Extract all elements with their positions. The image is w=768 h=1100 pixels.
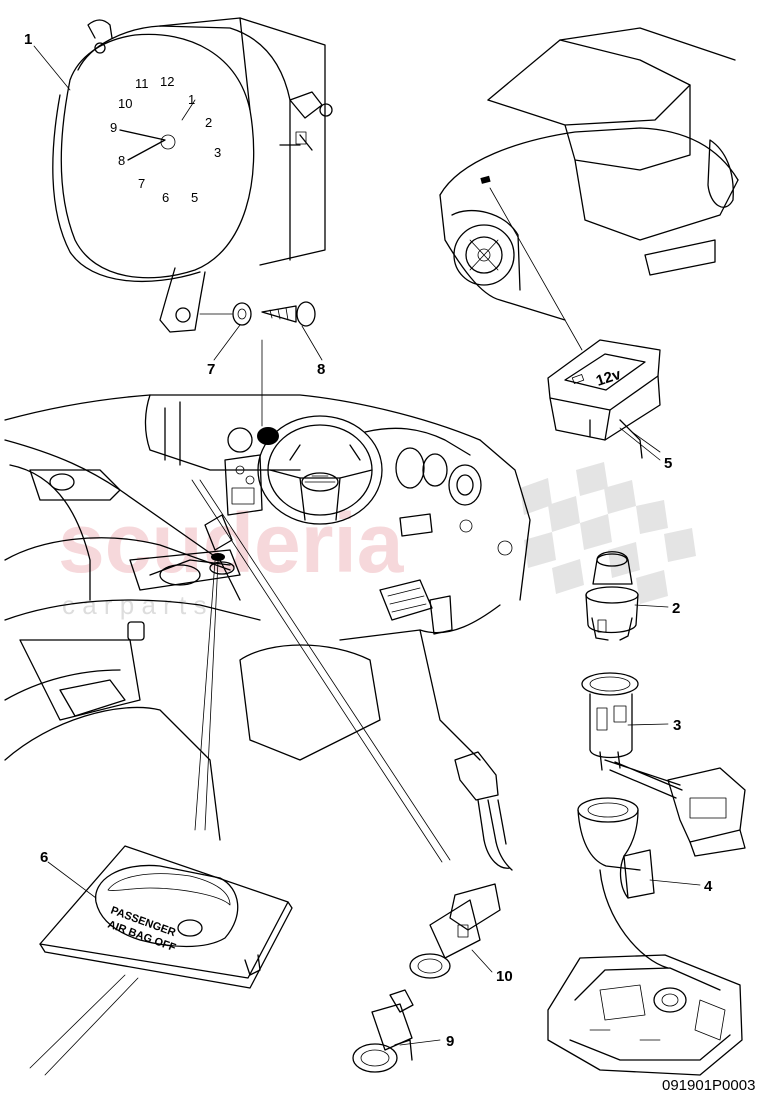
clock-numeral: 8 — [118, 153, 125, 168]
callout-3: 3 — [673, 717, 681, 734]
socket-housing-part — [581, 672, 746, 857]
reference-code: 091901P0003 — [662, 1077, 755, 1094]
clock-numeral: 1 — [188, 92, 195, 107]
clock-numeral: 5 — [191, 190, 198, 205]
socket-cover-part: 12v — [547, 339, 661, 459]
holder-part — [577, 797, 655, 899]
clock-numeral: 7 — [138, 176, 145, 191]
lighter-part — [585, 551, 639, 641]
watermark-brand: scuderia — [58, 496, 405, 590]
callout-8: 8 — [317, 361, 325, 378]
clock-numeral: 2 — [205, 115, 212, 130]
clock-numeral: 11 — [135, 76, 149, 91]
airbag-indicator-marker — [211, 553, 225, 561]
clock-numeral: 3 — [214, 145, 221, 160]
car-exterior — [439, 27, 739, 351]
callout-2: 2 — [672, 600, 680, 617]
airbag-cover-part: PASSENGER AIR BAG OFF — [29, 845, 293, 1076]
center-console — [547, 869, 743, 1076]
callout-10: 10 — [496, 968, 513, 985]
callout-4: 4 — [704, 878, 713, 895]
car-interior — [4, 394, 531, 841]
clock-numeral: 10 — [118, 96, 132, 111]
clock-location-marker — [257, 427, 279, 445]
leader-lines — [191, 339, 451, 863]
callout-1: 1 — [24, 31, 32, 48]
clock-numeral: 9 — [110, 120, 117, 135]
socket-label: 12v — [594, 366, 624, 390]
socket-location-marker — [480, 175, 491, 184]
checkered-flag-logo — [520, 462, 696, 604]
small-socket-part — [352, 989, 414, 1073]
washer-part — [199, 302, 252, 326]
watermark-subtitle: c a r p a r t s — [62, 590, 207, 620]
watermark: scuderia c a r p a r t s — [58, 462, 696, 620]
socket-with-cable-part — [409, 751, 513, 979]
callout-6: 6 — [40, 849, 48, 866]
callout-leaders — [33, 45, 701, 1046]
callout-7: 7 — [207, 361, 215, 378]
clock-numeral: 6 — [162, 190, 169, 205]
clock-numerals: 12 1 2 3 5 6 7 8 9 10 11 — [110, 74, 221, 205]
screw-part — [261, 301, 316, 327]
callout-5: 5 — [664, 455, 672, 472]
clock-numeral: 12 — [160, 74, 174, 89]
callouts: 1 2 3 4 5 6 7 8 9 10 — [24, 31, 713, 1050]
clock-assembly — [52, 17, 333, 333]
callout-9: 9 — [446, 1033, 454, 1050]
